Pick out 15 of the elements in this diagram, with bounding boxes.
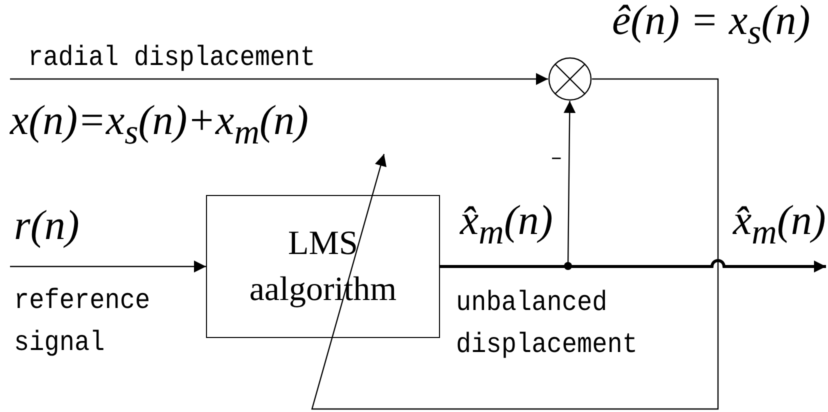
- arrow: [440, 258, 826, 272]
- signal-label: r(n): [14, 205, 80, 247]
- formula: x(n)=x$_{s}$(n)+x$_{m}$(n): [10, 100, 308, 150]
- sign-label: −: [551, 148, 562, 174]
- signal-label: unbalanced displacement: [456, 287, 638, 363]
- signal-label: radial displacement: [28, 42, 316, 76]
- summing-junction: [548, 57, 592, 101]
- arrow: [10, 73, 548, 85]
- signal-label: x̂$_{m}$(n): [733, 200, 826, 250]
- process-box: [206, 195, 440, 338]
- arrow: [10, 260, 206, 272]
- arrow: [311, 78, 719, 410]
- signal-label: reference signal: [14, 285, 152, 361]
- signal-label: x̂$_{m}$(n): [460, 200, 553, 250]
- formula: ê(n) = x$_{s}$(n): [612, 0, 810, 50]
